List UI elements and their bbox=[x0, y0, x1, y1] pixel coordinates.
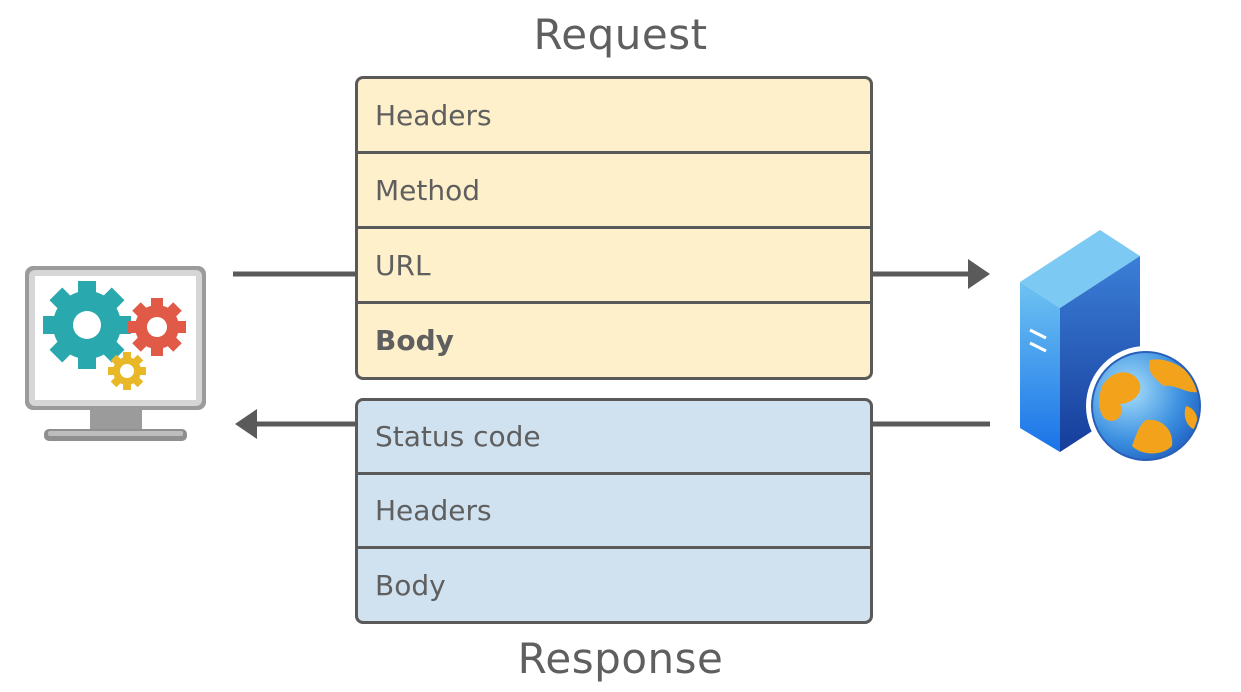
request-row-method: Method bbox=[358, 154, 870, 229]
request-row-url: URL bbox=[358, 229, 870, 304]
response-row-body: Body bbox=[375, 568, 446, 602]
request-arrow bbox=[233, 259, 990, 289]
response-stack: Status code Headers Body bbox=[355, 398, 873, 624]
computer-with-gears-icon bbox=[25, 266, 206, 441]
request-stack: Headers Method URL Body bbox=[355, 76, 873, 380]
request-row-body: Body bbox=[375, 324, 454, 357]
web-server-globe-icon bbox=[1020, 230, 1206, 466]
response-title: Response bbox=[517, 634, 724, 683]
response-row-headers: Headers bbox=[358, 475, 870, 549]
response-row-status-code: Status code bbox=[358, 401, 870, 475]
request-row-headers: Headers bbox=[358, 79, 870, 154]
response-arrow bbox=[235, 409, 990, 439]
request-title: Request bbox=[533, 10, 708, 59]
